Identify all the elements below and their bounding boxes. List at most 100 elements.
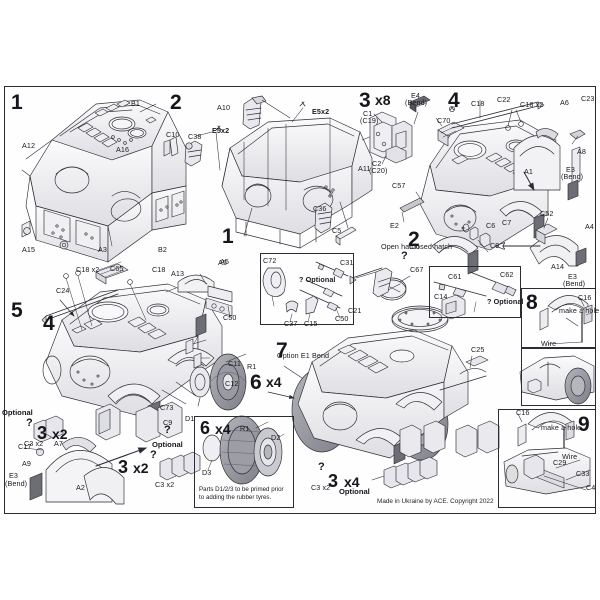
label-c9-p5: C9 [163,418,173,427]
question-mark-mid: ? [164,424,171,436]
label-c57: C57 [392,181,406,190]
wheel-priming-note: Parts D1/2/3 to be primed prior to addin… [199,486,284,501]
label-a5-panel2: A5 [220,257,229,266]
label-c52: C52 [540,209,554,218]
label-make-a-hole-p9: make a hole [541,423,582,432]
step-3-multiplier: x8 [375,92,391,108]
label-c1-alt: (C19) [360,116,379,125]
question-mark-left: ? [26,417,33,429]
label-option-e1: Option E1 Bend [277,351,330,360]
top-margin [0,0,600,86]
label-c70: C70 [437,116,451,125]
label-c16-p8: C16 [578,293,592,302]
label-a16: A16 [116,145,130,154]
step-number-5: 5 [11,299,23,322]
label-a15: A15 [22,245,36,254]
label-e3-p5: E3 [9,471,18,480]
label-c62: C62 [500,270,514,279]
label-r1-inset: R1 [240,424,250,433]
label-c2: C2 [372,159,382,168]
substep-3-mid-mult: x2 [133,460,149,476]
label-a2: A2 [76,483,85,492]
label-optional-left: Optional [2,408,33,417]
label-c18x2-p4: C18 x2 [520,100,544,109]
label-c24: C24 [56,286,70,295]
label-e5x2-left: E5x2 [212,126,230,135]
inset-step-9 [498,409,596,508]
label-c61: C61 [448,272,462,281]
label-c15: C15 [304,319,318,328]
bottom-margin [0,514,600,600]
label-a7: A7 [54,439,63,448]
label-e3-p4a: E3 [566,165,575,174]
label-optional-inset: ? Optional [299,275,336,284]
label-c14: C14 [434,292,448,301]
label-a11: A11 [358,164,371,173]
label-c9-p4: C9 [490,241,500,250]
label-a4: A4 [585,222,594,231]
substep-3-mid: 3 [118,457,129,477]
label-c25: C25 [471,345,485,354]
label-open-hatch-1: Open hatch [381,242,420,251]
label-c67: C67 [410,265,424,274]
label-c18-p5: C18 [152,265,166,274]
label-c23: C23 [581,94,595,103]
label-c31: C31 [340,258,354,267]
hatch-question-mark: ? [401,250,408,262]
label-e2: E2 [390,221,399,230]
step-number-1: 1 [11,91,23,114]
step-number-3: 3 [359,89,371,112]
label-c33: C33 [576,469,590,478]
label-closed-hatch-1: Closed hatch [409,242,453,251]
label-c3x2-right: C3 x2 [311,483,331,492]
inset-gun-parts [429,266,521,318]
label-a14: A14 [551,262,565,271]
label-c38: C38 [188,132,202,141]
ref-step-4: 4 [43,312,55,335]
label-e4-bend: (Bend) [405,98,428,107]
inset-step-8 [521,288,596,348]
label-a8: A8 [577,147,586,156]
label-c18-p4: C18 [471,99,485,108]
label-e3-p4b-bend: (Bend) [563,279,586,288]
label-d3: D3 [202,468,212,477]
credit-line: Made in Ukraine by ACE. Copyright 2022 [377,498,494,505]
label-c3x2-left: C3 x2 [24,439,44,448]
label-e4: E4 [411,91,420,100]
label-c65: C65 [110,264,124,273]
label-a1: A1 [524,167,533,176]
label-e5x2-right: E5x2 [312,107,330,116]
label-c22: C22 [497,95,511,104]
label-d2: D2 [271,433,281,442]
label-make-a-hole-p8: make a hole [559,306,600,315]
label-c3x2-mid: C3 x2 [155,480,175,489]
label-c36: C36 [313,204,327,213]
label-r1-p5: R1 [247,362,257,371]
label-c16-p9: C16 [516,408,530,417]
label-c73: C73 [160,403,174,412]
substep-6-inset: 6 [200,418,211,438]
label-c21: C21 [348,306,362,315]
inset-optional-parts [260,253,354,325]
label-c12: C12 [225,379,239,388]
label-a9: A9 [22,459,31,468]
label-wire-p8: Wire [541,339,557,348]
label-e3-p4b: E3 [568,272,577,281]
label-c2-alt: (C20) [369,166,388,175]
label-c72: C72 [263,256,277,265]
step-6-multiplier: x4 [266,374,282,390]
label-c1: C1 [363,109,373,118]
label-a3: A3 [98,245,107,254]
label-d1: D1 [185,414,195,423]
label-c50-p5: C50 [223,313,237,322]
inset-wheel-exploded [194,416,294,508]
substep-6-inset-mult: x4 [215,421,231,437]
step-number-8: 8 [526,291,538,314]
label-e3-p5-bend: (Bend) [5,479,28,488]
label-c37: C37 [284,319,298,328]
label-wire-p9: Wire [562,452,578,461]
label-c7: C7 [502,218,512,227]
substep-3-left: 3 [37,423,48,443]
step-number-7: 7 [276,339,288,362]
